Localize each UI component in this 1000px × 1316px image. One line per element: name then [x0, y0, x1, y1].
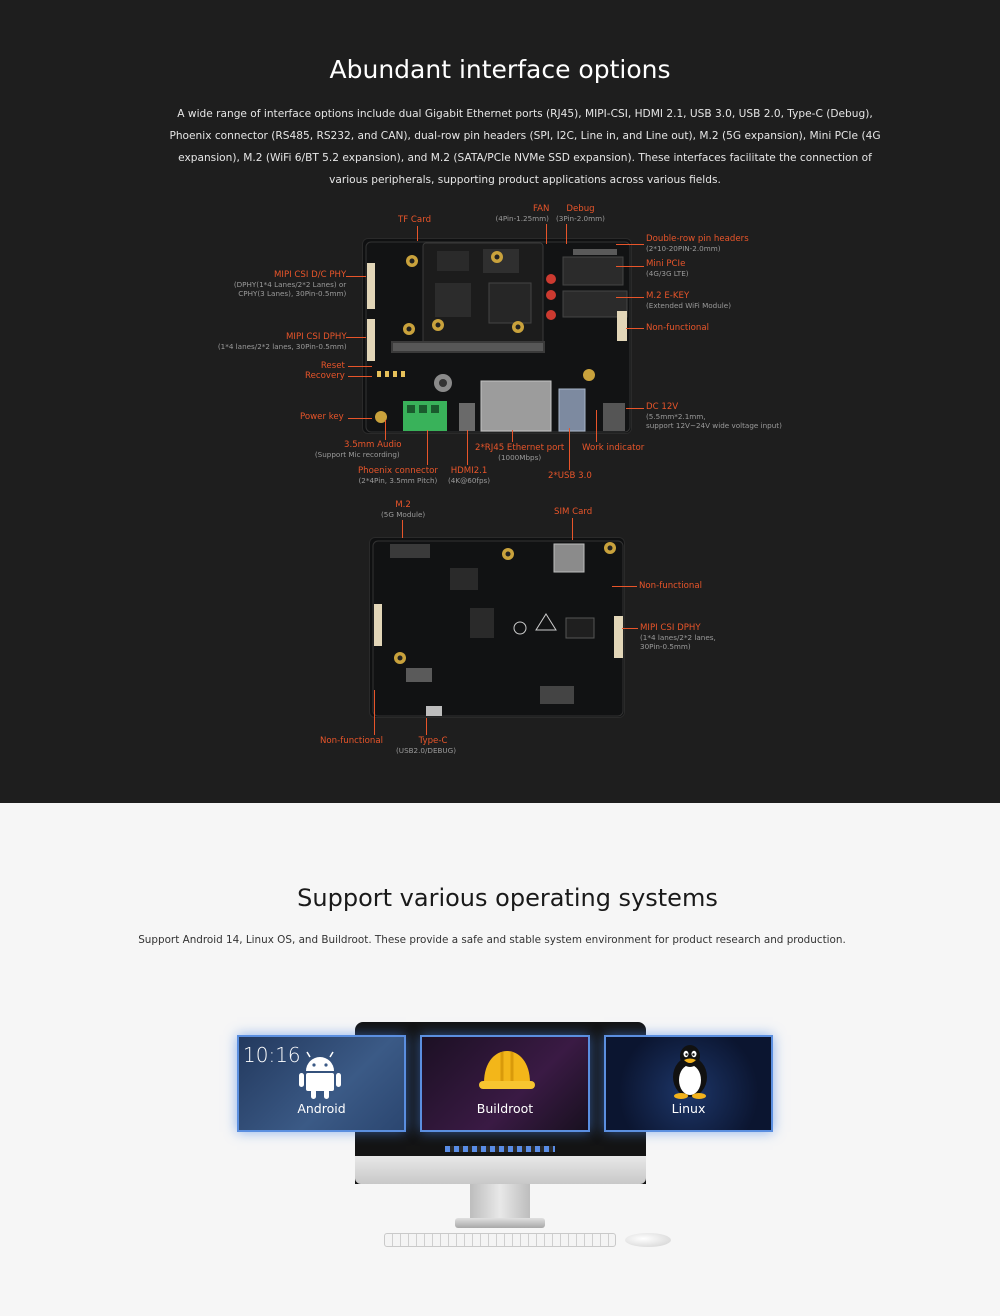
leader-line	[348, 366, 372, 367]
label-pin-headers: Double-row pin headers(2*10-20PIN-2.0mm)	[646, 234, 749, 253]
android-robot-icon	[299, 1051, 341, 1099]
board-bottom-illustration	[372, 540, 624, 717]
leader-line	[626, 328, 644, 329]
buildroot-screen: Buildroot	[420, 1035, 590, 1132]
linux-screen: Linux	[604, 1035, 773, 1132]
leader-line	[626, 408, 644, 409]
label-type-c: Type-C(USB2.0/DEBUG)	[396, 736, 457, 755]
leader-line	[402, 520, 403, 538]
board-bottom-view	[369, 537, 625, 718]
leader-line	[467, 430, 468, 465]
monitor-chin	[355, 1156, 646, 1184]
label-tf-card: TF Card	[398, 215, 432, 225]
label-mipi-dphy-bottom: MIPI CSI DPHY(1*4 lanes/2*2 lanes,30Pin-…	[640, 623, 716, 651]
leader-line	[546, 224, 547, 244]
monitor-foot	[455, 1218, 545, 1228]
leader-line	[385, 420, 386, 440]
label-usb3: 2*USB 3.0	[548, 471, 592, 481]
label-mipi-dphy: MIPI CSI DPHY(1*4 lanes/2*2 lanes, 30Pin…	[217, 332, 347, 351]
label-debug: Debug(3Pin-2.0mm)	[556, 204, 605, 223]
monitor-stand	[470, 1184, 530, 1224]
leader-line	[569, 428, 570, 470]
linux-label: Linux	[671, 1101, 706, 1116]
interfaces-description: A wide range of interface options includ…	[169, 108, 881, 186]
label-power-key: Power key	[300, 412, 344, 422]
mouse	[625, 1233, 671, 1247]
label-dc-12v: DC 12V(5.5mm*2.1mm,support 12V~24V wide …	[646, 402, 782, 430]
os-description: Support Android 14, Linux OS, and Buildr…	[138, 934, 846, 946]
leader-line	[417, 226, 418, 241]
board-top-illustration	[365, 241, 631, 433]
label-non-functional-top: Non-functional	[646, 323, 709, 333]
leader-line	[426, 718, 427, 735]
leader-line	[348, 418, 372, 419]
hard-hat-icon	[479, 1051, 535, 1089]
buildroot-label: Buildroot	[476, 1101, 534, 1116]
leader-line	[616, 244, 644, 245]
label-non-functional-bottom-left: Non-functional	[320, 736, 383, 746]
label-m2-5g: M.2(5G Module)	[381, 500, 426, 519]
leader-line	[374, 690, 375, 735]
android-label: Android	[297, 1101, 346, 1116]
os-title: Support various operating systems	[297, 884, 718, 912]
leader-line	[616, 266, 644, 267]
board-top-view	[362, 238, 632, 434]
leader-line	[346, 276, 366, 277]
leader-line	[427, 430, 428, 465]
leader-line	[616, 297, 644, 298]
label-sim-card: SIM Card	[554, 507, 593, 517]
tux-penguin-icon	[673, 1045, 707, 1099]
leader-line	[512, 430, 513, 442]
label-mini-pcie: Mini PCIe(4G/3G LTE)	[646, 259, 689, 278]
leader-line	[346, 337, 366, 338]
label-non-functional-bottom-right: Non-functional	[639, 581, 702, 591]
label-mipi-dc-phy: MIPI CSI D/C PHY(DPHY(1*4 Lanes/2*2 Lane…	[233, 270, 347, 298]
interfaces-section: Abundant interface options A wide range …	[0, 0, 1000, 803]
leader-line	[612, 586, 637, 587]
label-fan: FAN(4Pin-1.25mm)	[495, 204, 550, 223]
leader-line	[596, 410, 597, 442]
label-m2-ekey: M.2 E-KEY(Extended WiFi Module)	[646, 291, 732, 310]
leader-line	[572, 518, 573, 540]
label-rj45: 2*RJ45 Ethernet port(1000Mbps)	[475, 443, 565, 462]
label-phoenix: Phoenix connector(2*4Pin, 3.5mm Pitch)	[358, 466, 438, 485]
label-hdmi: HDMI2.1(4K@60fps)	[448, 466, 491, 485]
label-work-indicator: Work indicator	[582, 443, 645, 453]
leader-line	[348, 376, 372, 377]
monitor-taskbar	[445, 1146, 555, 1152]
leader-line	[622, 628, 638, 629]
interfaces-title: Abundant interface options	[329, 55, 671, 84]
label-audio: 3.5mm Audio(Support Mic recording)	[314, 440, 402, 459]
keyboard	[384, 1233, 616, 1247]
android-clock: 10:16	[243, 1043, 301, 1067]
android-screen: 10:16 Android	[237, 1035, 406, 1132]
leader-line	[566, 224, 567, 244]
